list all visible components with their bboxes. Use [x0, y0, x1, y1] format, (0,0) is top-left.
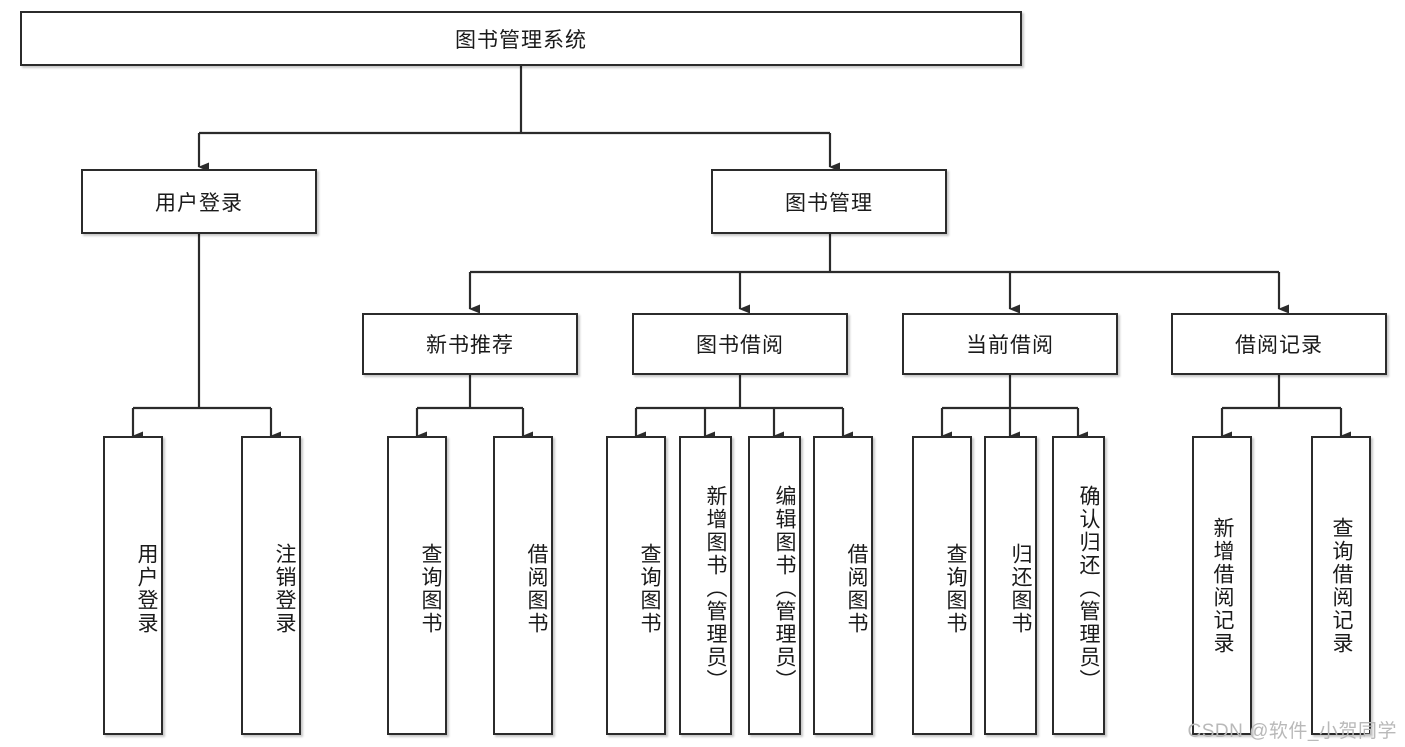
node-label: 当前借阅 [966, 334, 1054, 357]
node-current-borrow[interactable]: 当前借阅 [902, 313, 1118, 375]
node-label: 编辑图书（管理员） [773, 485, 796, 692]
leaf-book-borrow-edit-book-admin[interactable]: 编辑图书（管理员） [748, 436, 801, 735]
node-new-book-recommend[interactable]: 新书推荐 [362, 313, 578, 375]
leaf-book-borrow-add-book-admin[interactable]: 新增图书（管理员） [679, 436, 732, 735]
node-label: 新增图书（管理员） [704, 485, 727, 692]
node-label: 借阅图书 [525, 542, 548, 635]
node-label: 归还图书 [1009, 542, 1032, 635]
node-book-borrow[interactable]: 图书借阅 [632, 313, 848, 375]
node-label: 新书推荐 [426, 334, 514, 357]
leaf-user-login-login[interactable]: 用户登录 [103, 436, 163, 735]
leaf-book-borrow-borrow-book[interactable]: 借阅图书 [813, 436, 873, 735]
node-label: 注销登录 [273, 542, 296, 635]
node-label: 查询借阅记录 [1330, 516, 1353, 655]
leaf-current-borrow-return-book[interactable]: 归还图书 [984, 436, 1037, 735]
node-label: 确认归还（管理员） [1077, 485, 1100, 692]
node-borrow-record[interactable]: 借阅记录 [1171, 313, 1387, 375]
node-label: 查询图书 [638, 542, 661, 635]
node-label: 用户登录 [135, 542, 158, 635]
leaf-current-borrow-query-book[interactable]: 查询图书 [912, 436, 972, 735]
node-label: 图书管理 [785, 191, 873, 215]
node-label: 图书借阅 [696, 334, 784, 357]
node-book-management[interactable]: 图书管理 [711, 169, 947, 234]
node-user-login[interactable]: 用户登录 [81, 169, 317, 234]
leaf-new-book-borrow-book[interactable]: 借阅图书 [493, 436, 553, 735]
leaf-current-borrow-confirm-return-admin[interactable]: 确认归还（管理员） [1052, 436, 1105, 735]
node-label: 查询图书 [419, 542, 442, 635]
node-label: 用户登录 [155, 191, 243, 215]
node-root-book-management-system[interactable]: 图书管理系统 [20, 11, 1022, 66]
leaf-borrow-record-query-record[interactable]: 查询借阅记录 [1311, 436, 1371, 735]
node-label: 借阅图书 [845, 542, 868, 635]
node-label: 图书管理系统 [455, 28, 587, 52]
leaf-user-login-logout[interactable]: 注销登录 [241, 436, 301, 735]
node-label: 查询图书 [944, 542, 967, 635]
leaf-new-book-query-book[interactable]: 查询图书 [387, 436, 447, 735]
node-label: 新增借阅记录 [1211, 516, 1234, 655]
leaf-book-borrow-query-book[interactable]: 查询图书 [606, 436, 666, 735]
node-label: 借阅记录 [1235, 334, 1323, 357]
leaf-borrow-record-add-record[interactable]: 新增借阅记录 [1192, 436, 1252, 735]
watermark: CSDN @软件_小贺同学 [1187, 721, 1397, 742]
